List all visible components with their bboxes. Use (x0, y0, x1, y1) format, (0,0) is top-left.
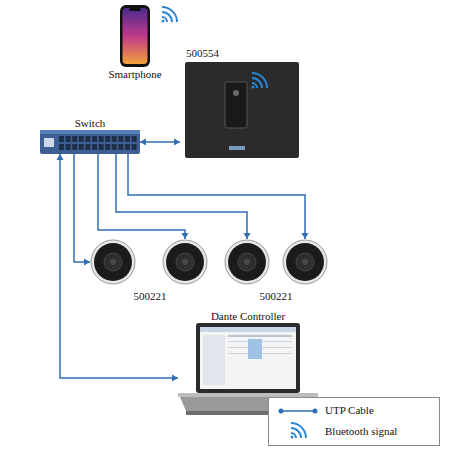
wall-panel-icon (180, 60, 304, 160)
part-number: 500221 (120, 290, 180, 303)
device-label: Dante Controller (178, 310, 318, 323)
network-switch: Switch (40, 117, 140, 154)
ceiling-speaker (90, 239, 136, 285)
device-label: Smartphone (100, 68, 170, 81)
ceiling-speaker (162, 239, 208, 285)
wall-panel: 500554 (180, 47, 304, 160)
legend-box: UTP CableBluetooth signal (268, 397, 440, 446)
utp-cable (57, 154, 179, 382)
ceiling-speaker-icon (90, 239, 136, 285)
bluetooth-icon (162, 7, 178, 23)
utp-cable (116, 154, 251, 239)
legend-text: UTP Cable (325, 404, 374, 417)
part-number: 500221 (246, 290, 306, 303)
ceiling-speaker-icon (224, 239, 270, 285)
utp-cable (140, 139, 180, 146)
utp-cable (128, 154, 309, 239)
ceiling-speaker (282, 239, 328, 285)
utp-cable (98, 154, 189, 239)
legend-text: Bluetooth signal (325, 425, 397, 438)
network-switch-icon (40, 130, 140, 154)
legend-samples (269, 398, 329, 445)
device-label: Switch (40, 117, 140, 130)
ceiling-speaker-icon (162, 239, 208, 285)
smartphone: Smartphone (100, 4, 170, 81)
smartphone-icon (100, 4, 170, 68)
device-label: 500554 (180, 47, 304, 60)
utp-cable (74, 154, 90, 266)
ceiling-speaker-icon (282, 239, 328, 285)
ceiling-speaker (224, 239, 270, 285)
